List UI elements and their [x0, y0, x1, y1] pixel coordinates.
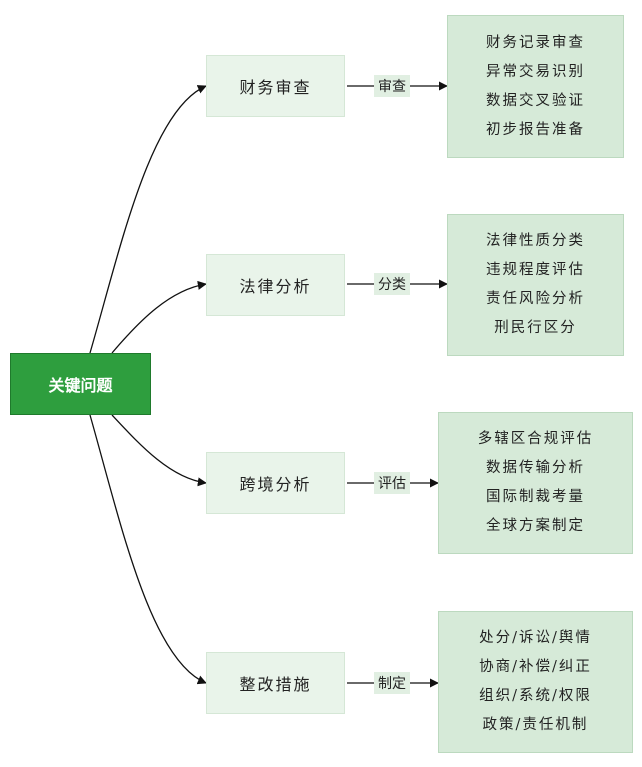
connector-root-to-crossborder — [111, 414, 207, 487]
detail-item: 国际制裁考量 — [486, 489, 585, 505]
connector-root-to-rectification — [89, 414, 207, 685]
node-label: 法律分析 — [239, 277, 312, 296]
detail-item: 处分/诉讼/舆情 — [479, 630, 592, 646]
detail-item: 法律性质分类 — [486, 233, 585, 249]
root-node-label: 关键问题 — [48, 376, 113, 395]
detail-item: 数据传输分析 — [486, 460, 585, 476]
edge-label-formulate: 制定 — [374, 672, 410, 694]
details-cross-border-analysis: 多辖区合规评估 数据传输分析 国际制裁考量 全球方案制定 — [438, 412, 633, 554]
detail-item: 异常交易识别 — [486, 63, 585, 80]
details-legal-analysis: 法律性质分类 违规程度评估 责任风险分析 刑民行区分 — [447, 214, 624, 356]
detail-item: 组织/系统/权限 — [479, 688, 592, 704]
detail-item: 数据交叉验证 — [486, 92, 585, 109]
edge-label-assess: 评估 — [374, 472, 410, 494]
detail-item: 财务记录审查 — [486, 34, 585, 51]
edge-label-classify: 分类 — [374, 273, 410, 295]
detail-item: 协商/补偿/纠正 — [479, 659, 592, 675]
edge-label-review: 审查 — [374, 75, 410, 97]
detail-item: 全球方案制定 — [486, 518, 585, 534]
node-label: 整改措施 — [239, 675, 312, 694]
details-rectification-measures: 处分/诉讼/舆情 协商/补偿/纠正 组织/系统/权限 政策/责任机制 — [438, 611, 633, 753]
details-financial-review: 财务记录审查 异常交易识别 数据交叉验证 初步报告准备 — [447, 15, 624, 158]
detail-item: 责任风险分析 — [486, 291, 585, 307]
connector-root-to-legal — [111, 280, 207, 354]
detail-item: 刑民行区分 — [494, 320, 577, 336]
detail-item: 初步报告准备 — [486, 121, 585, 138]
detail-item: 多辖区合规评估 — [477, 431, 594, 447]
node-label: 跨境分析 — [239, 475, 312, 494]
detail-item: 违规程度评估 — [486, 262, 585, 278]
connector-root-to-finance — [89, 85, 207, 354]
node-cross-border-analysis: 跨境分析 — [206, 452, 345, 514]
node-financial-review: 财务审查 — [206, 55, 345, 117]
node-label: 财务审查 — [239, 78, 312, 97]
node-rectification-measures: 整改措施 — [206, 652, 345, 714]
root-node: 关键问题 — [10, 353, 151, 415]
detail-item: 政策/责任机制 — [482, 717, 589, 733]
node-legal-analysis: 法律分析 — [206, 254, 345, 316]
